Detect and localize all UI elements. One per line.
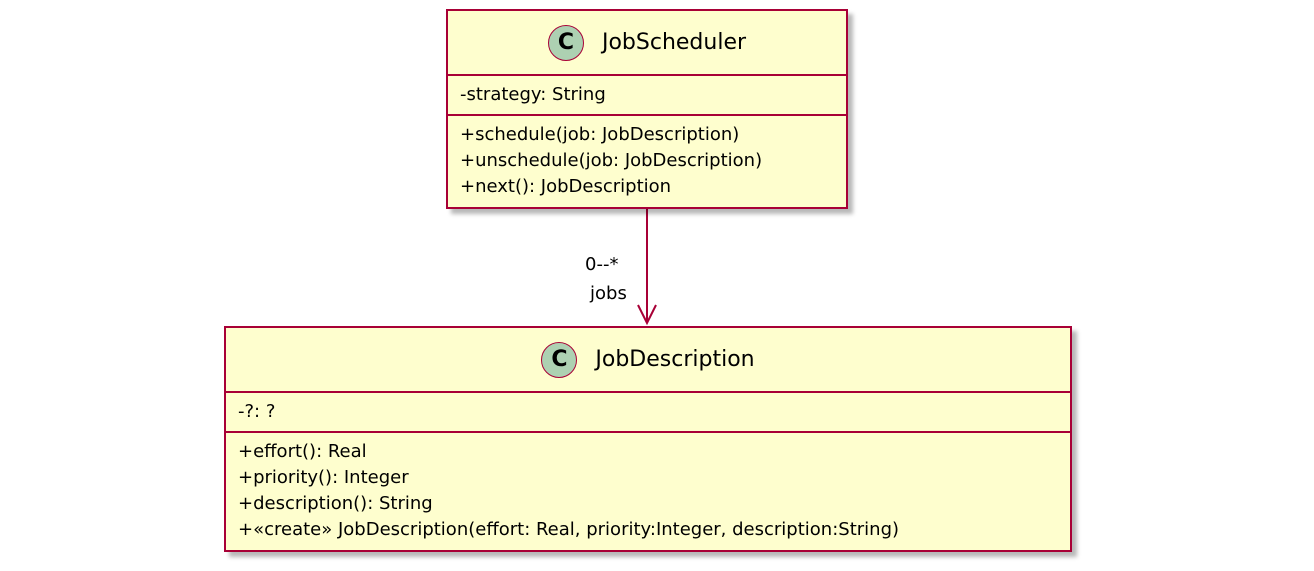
method: +next(): JobDescription xyxy=(460,176,672,197)
attribute: -?: ? xyxy=(238,401,276,422)
class-c-icon: C xyxy=(547,24,584,61)
class-header: C JobScheduler xyxy=(448,11,846,76)
method: +unschedule(job: JobDescription) xyxy=(460,150,763,171)
method: +description(): String xyxy=(238,493,433,514)
methods-section: +schedule(job: JobDescription) +unschedu… xyxy=(448,116,846,200)
methods-section: +effort(): Real +priority(): Integer +de… xyxy=(226,433,1070,543)
association-arrowhead xyxy=(637,304,657,326)
method: +priority(): Integer xyxy=(238,467,409,488)
method: +«create» JobDescription(effort: Real, p… xyxy=(238,519,900,540)
attributes-section: -?: ? xyxy=(226,393,1070,433)
class-name: JobDescription xyxy=(595,347,755,372)
method: +schedule(job: JobDescription) xyxy=(460,124,740,145)
class-jobscheduler: C JobScheduler -strategy: String +schedu… xyxy=(446,9,848,209)
attribute: -strategy: String xyxy=(460,84,606,105)
class-name: JobScheduler xyxy=(601,30,747,55)
association-role: jobs xyxy=(590,283,627,304)
class-header: C JobDescription xyxy=(226,328,1070,393)
method: +effort(): Real xyxy=(238,441,367,462)
class-jobdescription: C JobDescription -?: ? +effort(): Real +… xyxy=(224,326,1072,552)
class-c-icon: C xyxy=(541,341,578,378)
association-multiplicity: 0--* xyxy=(585,254,619,275)
attributes-section: -strategy: String xyxy=(448,76,846,116)
